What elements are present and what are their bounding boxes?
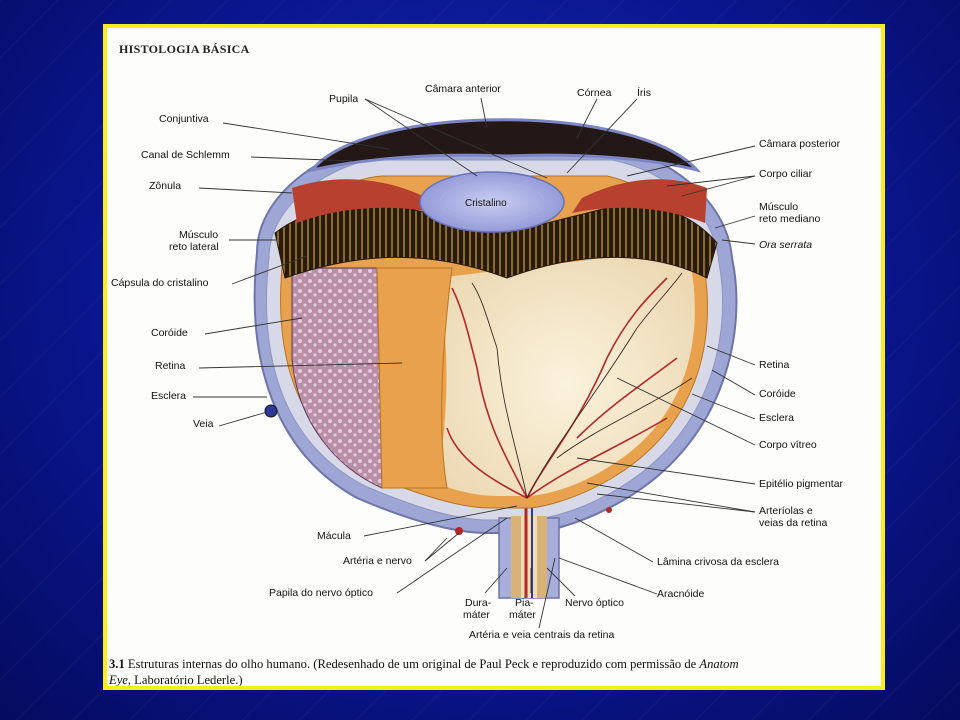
label-arteriolas-2: veias da retina: [759, 517, 827, 529]
label-cristalino: Cristalino: [465, 198, 507, 209]
label-coroide-right: Coróide: [759, 388, 796, 400]
retinal-vessels: [446, 277, 678, 499]
caption-figure-number: 3.1: [109, 657, 125, 671]
label-dura-2: máter: [463, 609, 490, 621]
label-arteriolas-1: Arteríolas e: [759, 505, 813, 517]
caption-text-1: Estruturas internas do olho humano. (Red…: [124, 657, 700, 671]
label-aracnoide: Aracnóide: [657, 588, 704, 600]
label-musculo-reto-lateral-2: reto lateral: [169, 241, 219, 253]
retina-cutaway: [291, 267, 383, 489]
leader-lines: [193, 97, 756, 629]
label-musculo-reto-mediano-2: reto mediano: [759, 213, 820, 225]
label-canal-schlemm: Canal de Schlemm: [141, 149, 230, 161]
label-capsula-cristalino: Cápsula do cristalino: [111, 277, 209, 289]
label-ora-serrata: Ora serrata: [759, 239, 812, 251]
vein-dot: [264, 404, 278, 418]
label-macula: Mácula: [317, 530, 351, 542]
label-esclera-left: Esclera: [151, 390, 186, 402]
label-pia-1: Pia-: [515, 597, 534, 609]
label-musculo-reto-mediano-1: Músculo: [759, 201, 798, 213]
label-esclera-right: Esclera: [759, 412, 794, 424]
label-lamina-crivosa: Lâmina crivosa da esclera: [657, 556, 779, 568]
labels: Pupila Câmara anterior Córnea Íris Conju…: [111, 83, 844, 641]
label-retina-right: Retina: [759, 359, 790, 371]
label-zonula: Zônula: [149, 180, 181, 192]
label-pia-2: máter: [509, 609, 536, 621]
label-dura-1: Dura-: [465, 597, 492, 609]
label-veia: Veia: [193, 418, 214, 430]
caption-italic-2: Eye: [109, 673, 128, 687]
label-corpo-ciliar: Corpo ciliar: [759, 168, 813, 180]
label-coroide-left: Coróide: [151, 327, 188, 339]
caption-text-2: , Laboratório Lederle.): [127, 673, 243, 687]
eye-diagram: Pupila Câmara anterior Córnea Íris Conju…: [111, 83, 844, 641]
artery-nerve-dot: [455, 527, 463, 535]
label-pupila: Pupila: [329, 93, 358, 105]
label-nervo-optico: Nervo óptico: [565, 597, 624, 609]
book-header: HISTOLOGIA BÁSICA: [119, 42, 250, 56]
vitreous-body: [437, 248, 695, 496]
lens: [419, 171, 565, 233]
figure-frame: HISTOLOGIA BÁSICA: [103, 24, 885, 690]
label-cornea: Córnea: [577, 87, 612, 99]
label-iris: Íris: [637, 86, 651, 99]
label-papila: Papila do nervo óptico: [269, 587, 373, 599]
label-camara-anterior: Câmara anterior: [425, 83, 501, 95]
label-musculo-reto-lateral-1: Músculo: [179, 229, 218, 241]
label-conjuntiva: Conjuntiva: [159, 113, 209, 125]
label-camara-posterior: Câmara posterior: [759, 138, 841, 150]
anterior-chamber: [308, 118, 702, 173]
optic-nerve: [498, 506, 560, 599]
figure-caption: 3.1 Estruturas internas do olho humano. …: [109, 656, 881, 687]
label-corpo-vitreo: Corpo vítreo: [759, 439, 817, 451]
caption-italic-1: Anatom: [699, 657, 739, 671]
label-arteria-veia-centrais: Artéria e veia centrais da retina: [469, 629, 614, 641]
label-epitelio-pigmentar: Epitélio pigmentar: [759, 478, 844, 490]
label-arteria-nervo: Artéria e nervo: [343, 555, 412, 567]
iris: [292, 179, 437, 223]
label-retina-left: Retina: [155, 360, 186, 372]
